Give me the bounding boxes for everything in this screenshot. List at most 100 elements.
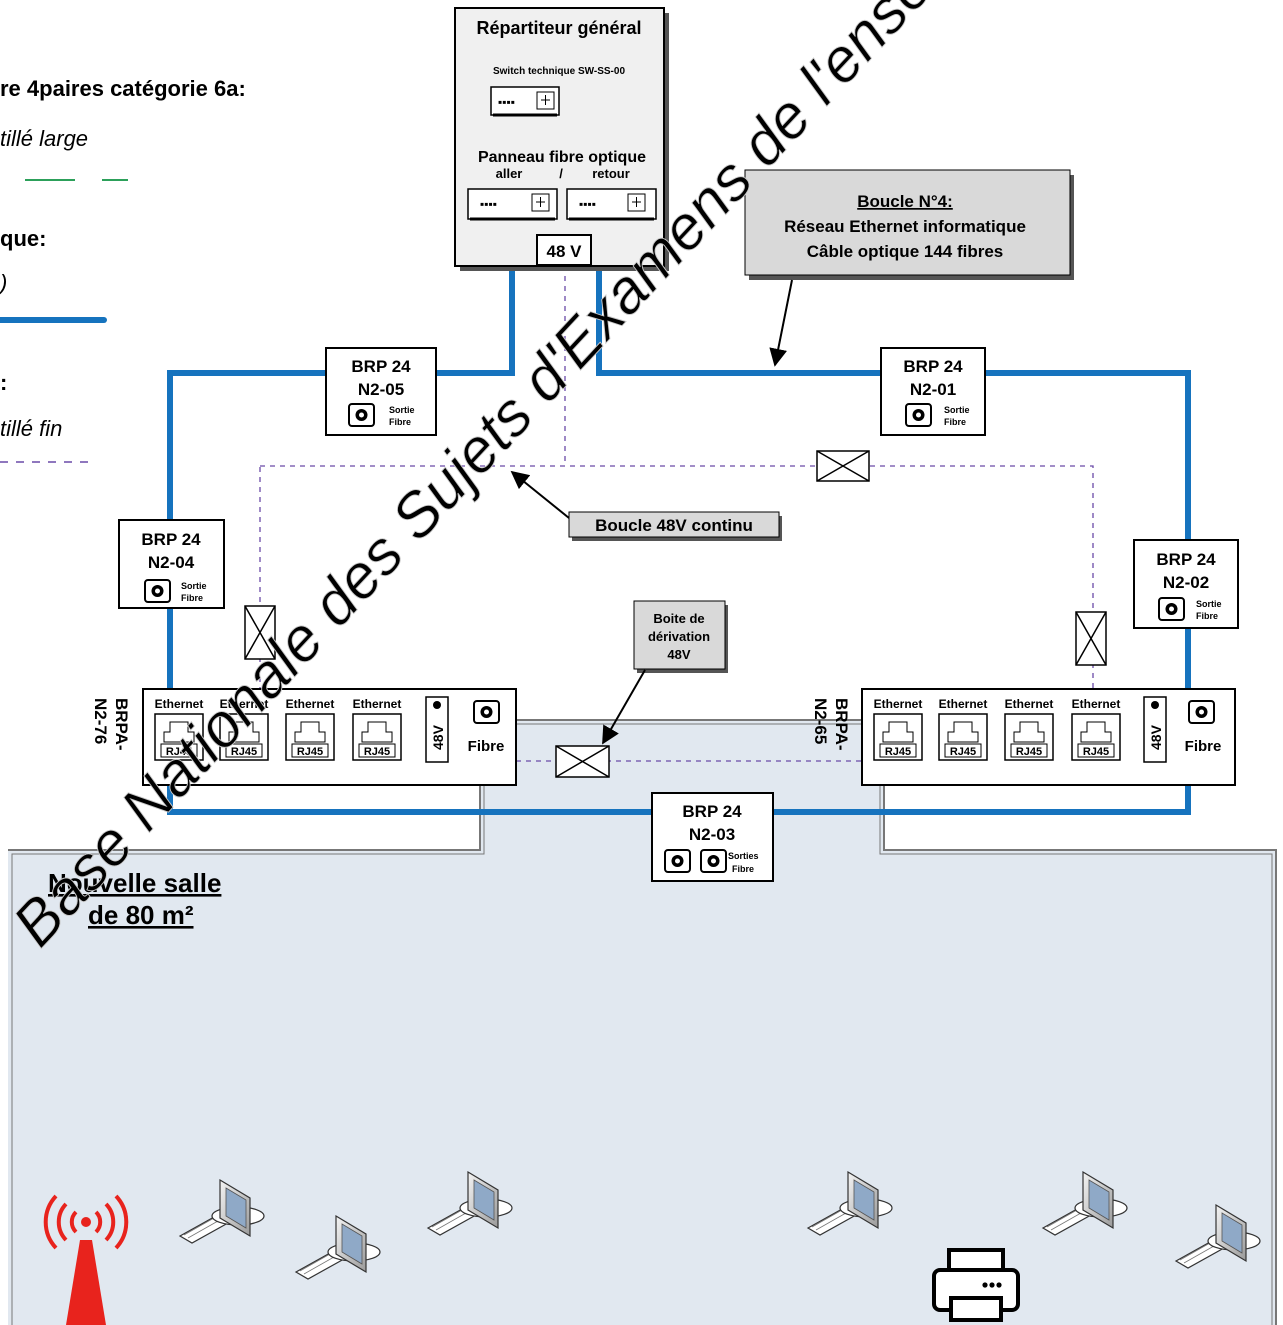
legend-power-title: : <box>0 370 7 395</box>
brp-label: BRP 24 <box>1156 550 1216 569</box>
legend-fiber-style: ) <box>0 270 7 295</box>
port-label: Ethernet <box>1005 697 1054 711</box>
brp-output-label: Fibre <box>1196 611 1218 621</box>
junction-box-icon <box>555 745 610 778</box>
brpa-n2-76: BRPA- N2-76 Ethernet RJ45 Ethernet RJ45 … <box>91 688 517 786</box>
panel-label: Panneau fibre optique <box>478 149 646 166</box>
panel-aller: aller <box>496 166 523 181</box>
brp-output-label: Fibre <box>944 417 966 427</box>
port-label: Ethernet <box>220 697 269 711</box>
rj45-icon <box>228 721 260 743</box>
callout-derivation: Boite de dérivation 48V <box>602 600 728 745</box>
fiber-socket-icon <box>1158 597 1185 621</box>
svg-text:▪▪▪▪: ▪▪▪▪ <box>498 95 515 109</box>
rj45-port: Ethernet RJ45 <box>1071 697 1121 761</box>
switch-icon: ▪▪▪▪ <box>490 86 560 117</box>
repartiteur-general: Répartiteur général Switch technique SW-… <box>454 7 669 271</box>
brpa-id: N2-65 <box>811 698 830 744</box>
port-label: Ethernet <box>353 697 402 711</box>
brp-label: BRP 24 <box>903 357 963 376</box>
brp-box-n2-03: BRP 24 N2-03 Sorties Fibre <box>651 792 774 882</box>
port-label: Ethernet <box>155 697 204 711</box>
panel-retour: retour <box>592 166 630 181</box>
port-label: Ethernet <box>939 697 988 711</box>
computer-icon <box>1174 1203 1261 1269</box>
legend-power-style: tillé fin <box>0 416 62 441</box>
legend-copper-style: tillé large <box>0 126 88 151</box>
rj45-port: Ethernet RJ45 <box>154 697 204 761</box>
rj45-icon <box>882 721 914 743</box>
legend: re 4paires catégorie 6a: tillé large que… <box>0 76 246 463</box>
computer-icon <box>426 1170 513 1236</box>
brp-label: BRP 24 <box>682 802 742 821</box>
port-label: Ethernet <box>286 697 335 711</box>
rj45-icon <box>947 721 979 743</box>
fibre-label: Fibre <box>468 738 505 755</box>
port-label: Ethernet <box>1072 697 1121 711</box>
brpa-name: BRPA- <box>832 698 851 751</box>
brp-output-label: Sortie <box>944 405 970 415</box>
brp-id: N2-01 <box>910 380 956 399</box>
port-type: RJ45 <box>885 746 911 758</box>
boucle4-line1: Réseau Ethernet informatique <box>784 217 1026 236</box>
brp-box-n2-05: BRP 24 N2-05 Sortie Fibre <box>325 347 437 436</box>
power-label: 48V <box>430 724 446 750</box>
rj45-icon <box>163 721 195 743</box>
power-socket: 48V <box>1143 696 1167 763</box>
rj45-port: Ethernet RJ45 <box>352 697 402 761</box>
printer-icon <box>932 1248 1020 1322</box>
port-label: Ethernet <box>874 697 923 711</box>
svg-text:▪▪▪▪: ▪▪▪▪ <box>579 197 596 211</box>
brpa-name: BRPA- <box>112 698 131 751</box>
port-type: RJ45 <box>166 746 192 758</box>
junction-box-icon <box>1075 611 1107 666</box>
computer-icon <box>806 1170 893 1236</box>
derivation-line2: dérivation <box>648 629 710 644</box>
computer-icon <box>294 1214 381 1280</box>
rj45-icon <box>361 721 393 743</box>
boucle4-line2: Câble optique 144 fibres <box>807 242 1004 261</box>
callout-48v-label: Boucle 48V continu <box>595 516 753 535</box>
fiber-socket-icon <box>473 700 500 724</box>
brp-output-label: Fibre <box>732 864 754 874</box>
port-type: RJ45 <box>297 746 323 758</box>
fiber-socket-icon <box>664 849 691 873</box>
fiber-socket-icon <box>905 403 932 427</box>
rj45-port: Ethernet RJ45 <box>219 697 269 761</box>
brp-id: N2-03 <box>689 825 735 844</box>
port-type: RJ45 <box>231 746 257 758</box>
port-type: RJ45 <box>950 746 976 758</box>
boucle4-title: Boucle N°4: <box>857 192 953 211</box>
brp-box-n2-02: BRP 24 N2-02 Sortie Fibre <box>1133 539 1239 629</box>
port-type: RJ45 <box>1016 746 1042 758</box>
junction-box-icon <box>244 605 276 660</box>
brp-label: BRP 24 <box>351 357 411 376</box>
derivation-line3: 48V <box>667 647 690 662</box>
fibre-label: Fibre <box>1185 738 1222 755</box>
repartiteur-title: Répartiteur général <box>476 18 641 38</box>
port-type: RJ45 <box>1083 746 1109 758</box>
port-type: RJ45 <box>364 746 390 758</box>
fiber-socket-icon <box>1188 700 1215 724</box>
computer-icon <box>1041 1170 1128 1236</box>
rj45-port: Ethernet RJ45 <box>938 697 988 761</box>
brpa-n2-65: BRPA- N2-65 Ethernet RJ45 Ethernet RJ45 … <box>811 688 1236 786</box>
brp-box-n2-04: BRP 24 N2-04 Sortie Fibre <box>118 519 225 609</box>
fiber-socket-icon <box>700 849 727 873</box>
room-title: Nouvelle salle <box>48 868 221 898</box>
brp-output-label: Sorties <box>728 851 759 861</box>
rj45-port: Ethernet RJ45 <box>285 697 335 761</box>
rj45-port: Ethernet RJ45 <box>873 697 923 761</box>
brp-label: BRP 24 <box>141 530 201 549</box>
svg-text:▪▪▪▪: ▪▪▪▪ <box>480 197 497 211</box>
panel-sep: / <box>559 166 563 181</box>
brp-id: N2-02 <box>1163 573 1209 592</box>
rj45-icon <box>1013 721 1045 743</box>
switch-label: Switch technique SW-SS-00 <box>493 66 625 77</box>
room-area: de 80 m² <box>88 900 194 930</box>
brpa-id: N2-76 <box>91 698 110 744</box>
derivation-line1: Boite de <box>653 611 704 626</box>
brp-output-label: Sortie <box>1196 599 1222 609</box>
callout-48v-loop: Boucle 48V continu <box>510 470 782 541</box>
